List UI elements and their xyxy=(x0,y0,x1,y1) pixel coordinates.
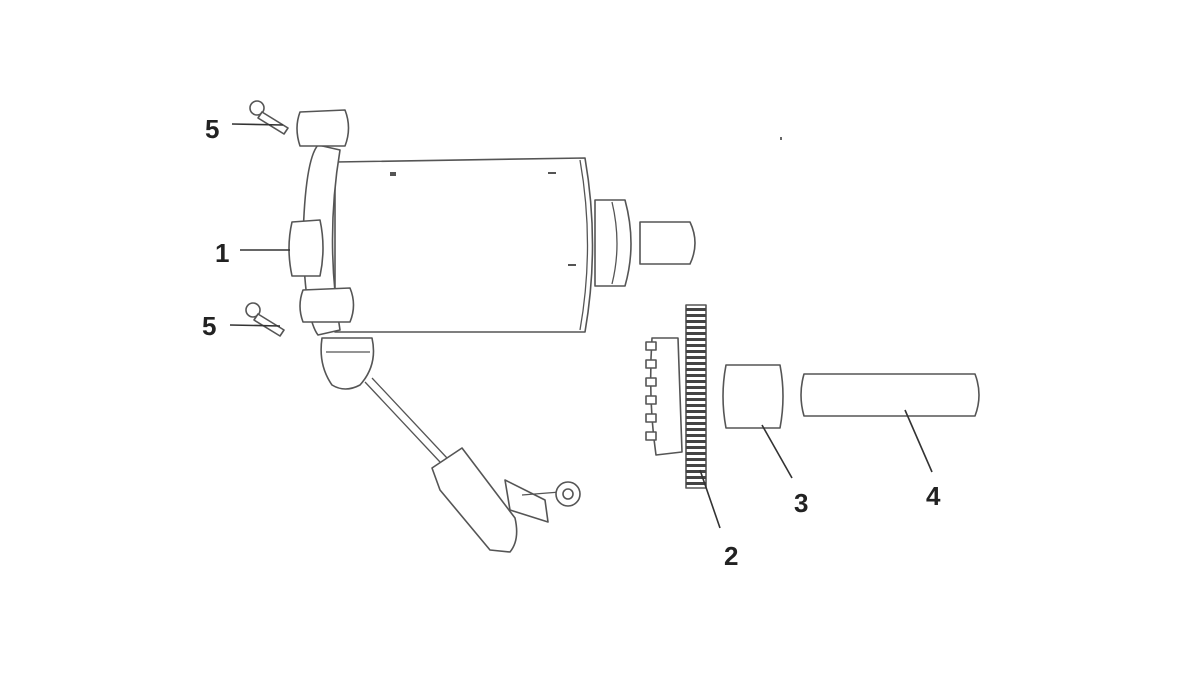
body-mark xyxy=(390,172,396,176)
drive-gear xyxy=(645,304,707,489)
ring-gear-tooth xyxy=(686,338,706,341)
ring-gear-tooth xyxy=(686,332,706,335)
ring-gear-tooth xyxy=(686,350,706,353)
ring-gear-tooth xyxy=(686,458,706,461)
ring-gear-tooth xyxy=(686,398,706,401)
ring-gear-tooth xyxy=(686,368,706,371)
ring-gear-tooth xyxy=(686,446,706,449)
callout-3: 3 xyxy=(794,488,808,518)
ring-gear-tooth xyxy=(686,410,706,413)
bolt-bottom xyxy=(245,302,285,337)
callout-5-top: 5 xyxy=(205,114,219,144)
shaft-collar xyxy=(594,199,632,287)
ring-gear-teeth xyxy=(686,308,706,485)
leader-4 xyxy=(904,409,933,473)
bushing xyxy=(722,364,784,429)
cable xyxy=(364,377,448,463)
ring-gear-tooth xyxy=(686,356,706,359)
bolt-top xyxy=(249,100,289,135)
side-boss xyxy=(288,219,324,277)
starter-motor xyxy=(288,109,696,553)
ring-gear-tooth xyxy=(686,476,706,479)
ring-terminal-hole xyxy=(562,488,574,500)
ring-gear-tooth xyxy=(686,320,706,323)
ring-gear-tooth xyxy=(686,470,706,473)
leader-2 xyxy=(699,469,721,529)
ring-gear-tooth xyxy=(686,314,706,317)
ring-gear-tooth xyxy=(686,404,706,407)
motor-body xyxy=(334,157,594,333)
ring-gear-tooth xyxy=(686,308,706,311)
cable-boot xyxy=(320,337,375,390)
callout-2: 2 xyxy=(724,541,738,571)
ring-gear-tooth xyxy=(686,422,706,425)
leader-5-bottom xyxy=(229,324,281,327)
ring-gear-tooth xyxy=(686,416,706,419)
callout-4: 4 xyxy=(926,481,941,511)
leader-3 xyxy=(761,424,793,479)
mounting-lug-top xyxy=(296,109,350,147)
pin-shaft xyxy=(800,373,980,417)
ring-gear-tooth xyxy=(686,452,706,455)
ring-gear-tooth xyxy=(686,464,706,467)
ring-gear-tooth xyxy=(686,362,706,365)
cable-connector xyxy=(431,447,518,553)
leader-5-top xyxy=(231,123,284,126)
ring-gear-tooth xyxy=(686,434,706,437)
drive-shaft xyxy=(639,221,696,265)
pinion-teeth xyxy=(645,341,657,441)
ring-gear-tooth xyxy=(686,374,706,377)
ring-gear-tooth xyxy=(686,386,706,389)
ring-gear-tooth xyxy=(686,440,706,443)
callout-5-bottom: 5 xyxy=(202,311,216,341)
cable-terminal-bracket xyxy=(504,479,549,523)
ring-gear-tooth xyxy=(686,428,706,431)
ring-gear-tooth xyxy=(686,326,706,329)
callout-1: 1 xyxy=(215,238,229,268)
ring-gear-tooth xyxy=(686,392,706,395)
ring-gear-tooth xyxy=(686,380,706,383)
ring-gear-tooth xyxy=(686,482,706,485)
ring-gear-tooth xyxy=(686,344,706,347)
mounting-lug-bottom xyxy=(299,287,355,323)
